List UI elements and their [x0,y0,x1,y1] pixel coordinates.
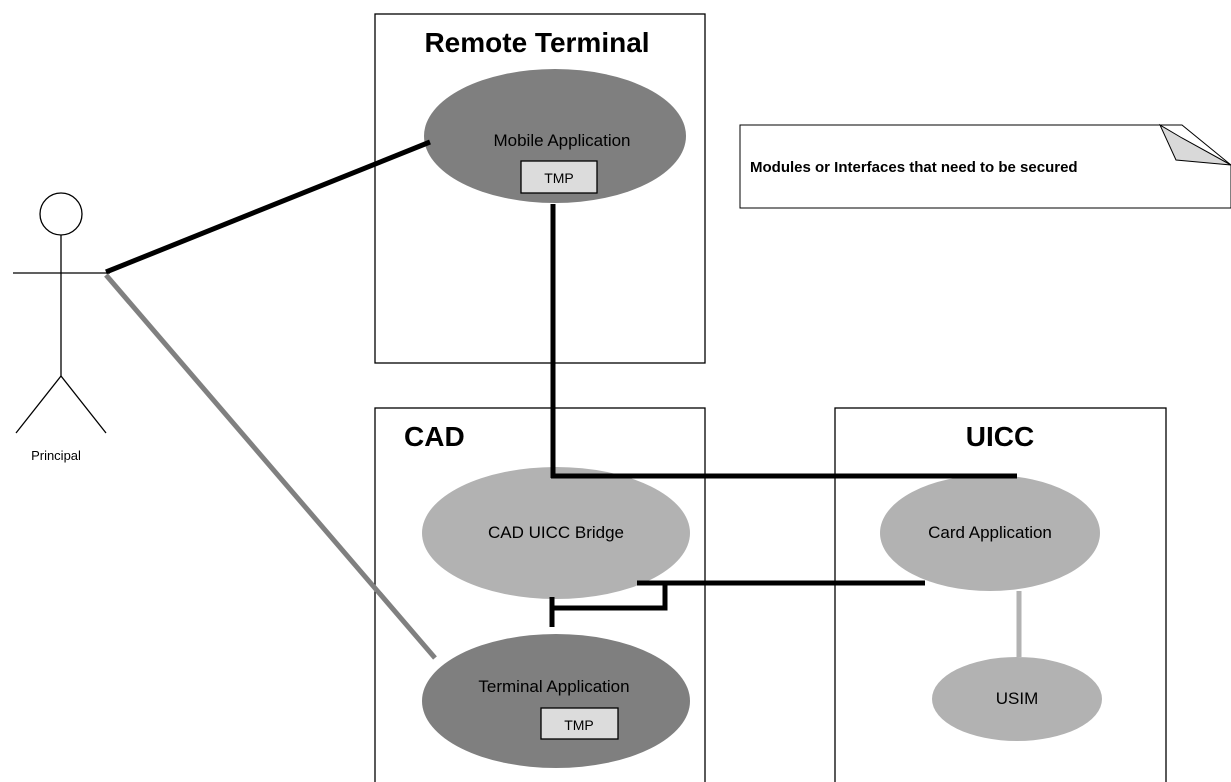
cad-uicc-bridge-label: CAD UICC Bridge [488,523,624,542]
remote-terminal-title: Remote Terminal [424,27,649,58]
terminal-tmp-label: TMP [564,717,594,733]
usim-label: USIM [996,689,1039,708]
bridge-terminal-bracket [552,583,668,611]
mobile-application-ellipse[interactable] [424,69,686,203]
principal-terminal-link [104,273,437,660]
card-application-label: Card Application [928,523,1052,542]
terminal-tmp-tag: TMP [540,707,619,740]
terminal-application-label: Terminal Application [478,677,629,696]
cad-uicc-bridge-ellipse[interactable] [422,467,690,599]
uicc-title: UICC [966,421,1034,452]
note: Modules or Interfaces that need to be se… [739,123,1231,209]
principal-mobile-link [105,139,431,275]
mobile-tmp-tag: TMP [520,160,598,194]
cad-title: CAD [404,421,465,452]
mobile-tmp-label: TMP [544,170,574,186]
mobile-application-label: Mobile Application [493,131,630,150]
principal-label: Principal [31,448,81,463]
principal-actor-icon[interactable] [13,192,110,434]
terminal-application-ellipse[interactable] [422,634,690,768]
card-application-ellipse[interactable] [880,475,1100,591]
note-text: Modules or Interfaces that need to be se… [750,159,1078,176]
usim-ellipse[interactable] [932,657,1102,741]
